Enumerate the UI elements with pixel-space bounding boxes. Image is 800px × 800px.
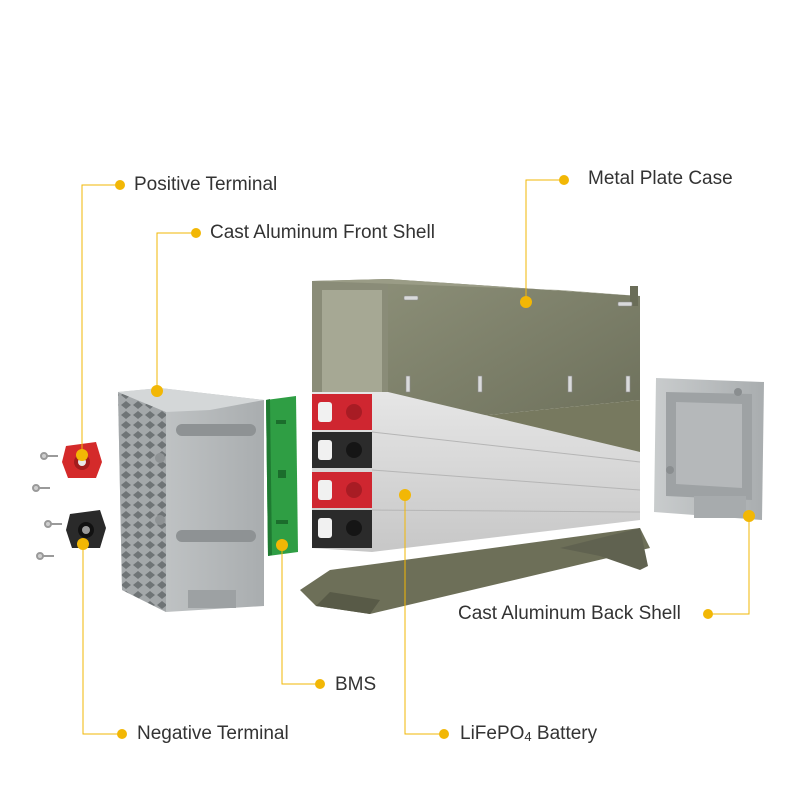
screw-icon bbox=[403, 295, 633, 393]
metal-case-label: Metal Plate Case bbox=[588, 168, 733, 189]
negative-terminal-label: Negative Terminal bbox=[137, 723, 289, 744]
battery-label-subscript: 4 bbox=[524, 729, 532, 744]
cast-aluminum-back-shell bbox=[654, 378, 764, 520]
lifepo4-battery bbox=[312, 392, 641, 552]
battery-label-tail: Battery bbox=[531, 723, 598, 744]
battery-label-main: LiFePO bbox=[460, 723, 525, 744]
cast-aluminum-front-shell bbox=[118, 388, 264, 612]
bms-label: BMS bbox=[335, 674, 377, 695]
leader-lines bbox=[81, 179, 750, 735]
leader-dots bbox=[76, 175, 755, 739]
front-shell-label: Cast Aluminum Front Shell bbox=[210, 222, 435, 243]
back-shell-label: Cast Aluminum Back Shell bbox=[458, 603, 681, 624]
positive-terminal-label: Positive Terminal bbox=[134, 174, 278, 195]
lifepo4-battery-label: LiFePO4 Battery bbox=[460, 724, 597, 743]
screw-icon bbox=[32, 452, 62, 560]
bottom-rail bbox=[300, 528, 650, 614]
bms-board bbox=[266, 396, 298, 556]
negative-terminal-icon bbox=[66, 510, 106, 548]
